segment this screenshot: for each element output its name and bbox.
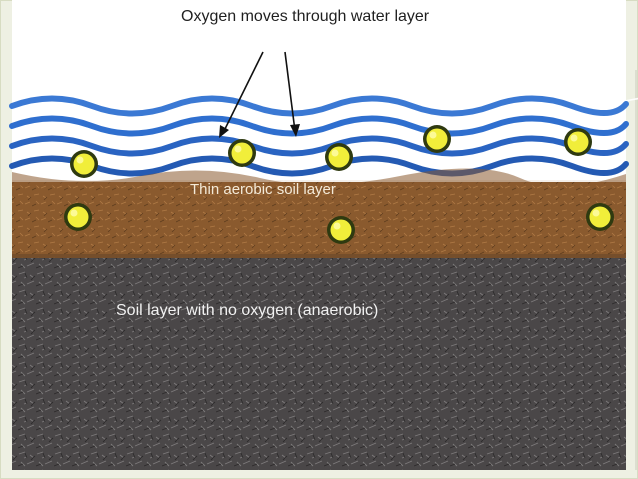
oxygen-arrows [219, 51, 300, 138]
water-wave-2 [9, 115, 629, 137]
water-wave-1 [9, 95, 629, 117]
anaerobic-soil-layer [12, 255, 626, 470]
aerobic-layer-label: Thin aerobic soil layer [190, 181, 336, 198]
oxygen-bubble [64, 203, 92, 231]
water-layer [9, 87, 638, 187]
arrow-right-head [290, 124, 300, 137]
arrow-left-head [219, 125, 229, 138]
oxygen-bubble [228, 139, 256, 167]
oxygen-bubble [325, 143, 353, 171]
soil-boundary [12, 254, 626, 258]
water-layer-caption: Oxygen moves through water layer [181, 8, 430, 25]
arrow-left [222, 51, 264, 134]
oxygen-bubble [70, 150, 98, 178]
anaerobic-layer-label: Soil layer with no oxygen (anaerobic) [116, 302, 379, 319]
oxygen-bubble [586, 203, 614, 231]
oxygen-bubble [423, 125, 451, 153]
oxygen-bubble [327, 216, 355, 244]
oxygen-bubbles [64, 125, 614, 244]
arrow-right [284, 51, 296, 132]
oxygen-bubble [564, 128, 592, 156]
aerobic-soil-layer [12, 180, 626, 258]
